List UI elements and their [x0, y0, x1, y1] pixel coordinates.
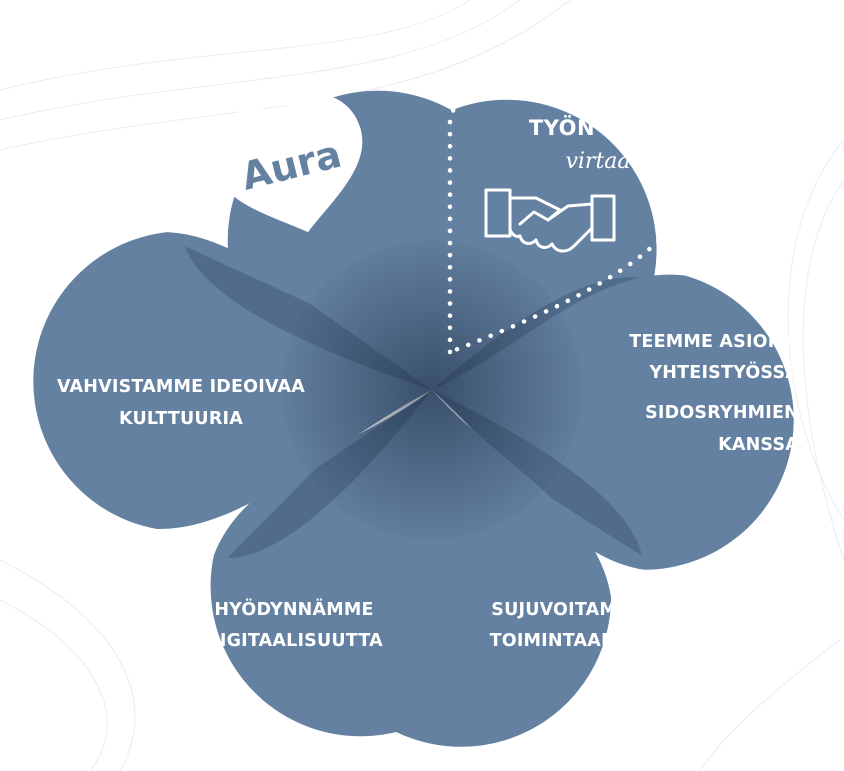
bottom-left-petal-label: HYÖDYNNÄMME DIGITAALISUUTTA: [205, 598, 383, 651]
tyon-subtitle: virtaa: [565, 149, 630, 174]
aura-logo: Aura: [212, 93, 363, 233]
center-shadow: [282, 240, 582, 540]
bottom-left-label-line-2: DIGITAALISUUTTA: [205, 631, 383, 651]
right-label-line-1: TEEMME ASIOITA: [629, 332, 799, 352]
bottom-right-label-line-2: TOIMINTAAMME: [490, 631, 649, 651]
right-label-line-4: KANSSA: [718, 435, 799, 455]
left-petal-label: VAHVISTAMME IDEOIVAA KULTTUURIA: [57, 377, 305, 429]
tyon-virtaa-petal: TYÖN virtaa: [447, 27, 705, 356]
left-label-line-1: VAHVISTAMME IDEOIVAA: [57, 377, 305, 397]
heart-icon: [212, 93, 363, 233]
dotted-outline: [447, 27, 705, 356]
right-label-line-3: SIDOSRYHMIEN: [645, 403, 799, 423]
petal-left-shape: [33, 232, 432, 529]
handshake-icon: [484, 188, 616, 253]
right-label-line-2: YHTEISTYÖSSÄ: [648, 361, 799, 383]
bottom-right-label-line-1: SUJUVOITAMME: [491, 600, 646, 620]
tyon-title: TYÖN: [529, 115, 595, 140]
right-petal-label: TEEMME ASIOITA YHTEISTYÖSSÄ SIDOSRYHMIEN…: [629, 332, 799, 455]
bottom-right-petal-label: SUJUVOITAMME TOIMINTAAMME: [490, 600, 649, 651]
bottom-left-label-line-1: HYÖDYNNÄMME: [214, 598, 373, 620]
left-label-line-2: KULTTUURIA: [119, 409, 243, 429]
